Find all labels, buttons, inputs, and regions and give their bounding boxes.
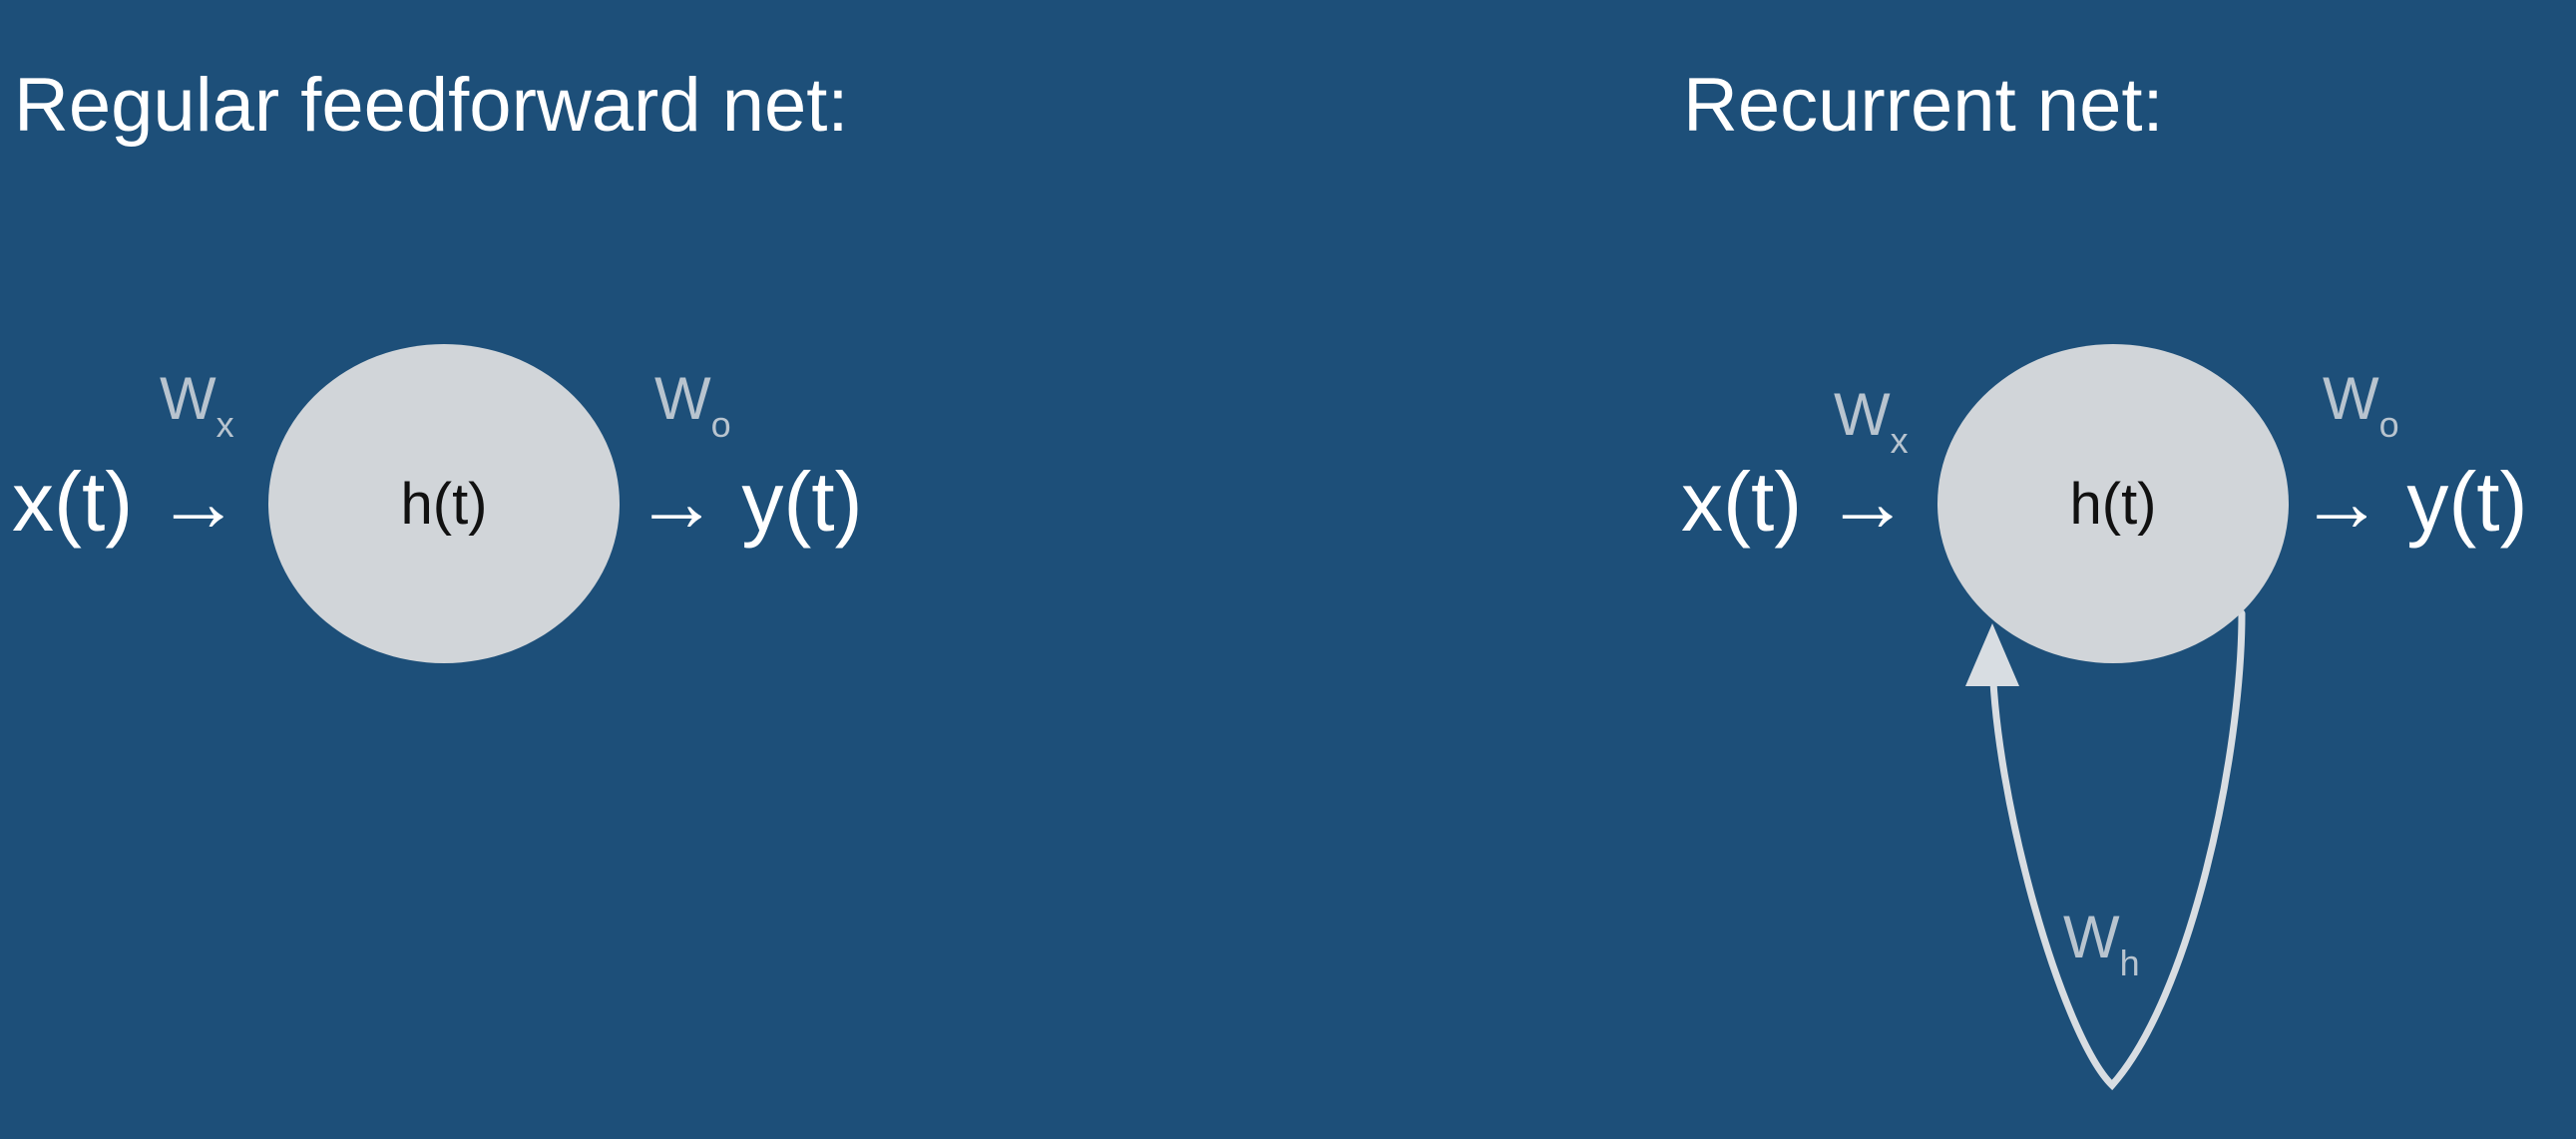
recurrent-loop-weight-sub: h [2120,943,2140,983]
recurrent-input-weight: Wx [1834,381,1909,461]
recurrent-hidden-node [1937,344,2289,663]
feedforward-node-label: h(t) [401,472,488,537]
feedforward-hidden-node [268,344,620,663]
recurrent-output-weight: Wo [2323,365,2399,445]
feedforward-output-label: → y(t) [635,455,863,549]
recurrent-input-weight-sub: x [1891,420,1909,461]
recurrent-output-weight-base: W [2323,365,2379,432]
recurrent-title: Recurrent net: [1683,63,2164,148]
recurrent-input-label: x(t) → [1681,455,1910,549]
recurrent-loop-weight-base: W [2063,904,2120,970]
feedforward-output-weight-base: W [654,365,711,432]
feedforward-diagram: x(t) → Wx h(t) Wo → y(t) [12,344,863,663]
feedforward-input-weight-sub: x [216,404,234,445]
recurrent-output-weight-sub: o [2379,404,2399,445]
recurrent-output-label: → y(t) [2300,455,2528,549]
recurrent-input-weight-base: W [1834,381,1891,448]
recurrent-loop-arrow [1988,609,2246,1091]
recurrent-node-label: h(t) [2070,472,2157,537]
feedforward-input-weight: Wx [160,365,234,445]
recurrent-loop-weight: Wh [2063,904,2140,983]
recurrent-loop-arrowhead [1965,623,2019,686]
feedforward-output-weight-sub: o [711,404,731,445]
feedforward-input-weight-base: W [160,365,216,432]
recurrent-diagram: x(t) → Wx h(t) Wo → y(t) Wh [1681,344,2528,1091]
feedforward-input-label: x(t) → [12,455,240,549]
feedforward-output-weight: Wo [654,365,731,445]
feedforward-title: Regular feedforward net: [14,63,849,148]
